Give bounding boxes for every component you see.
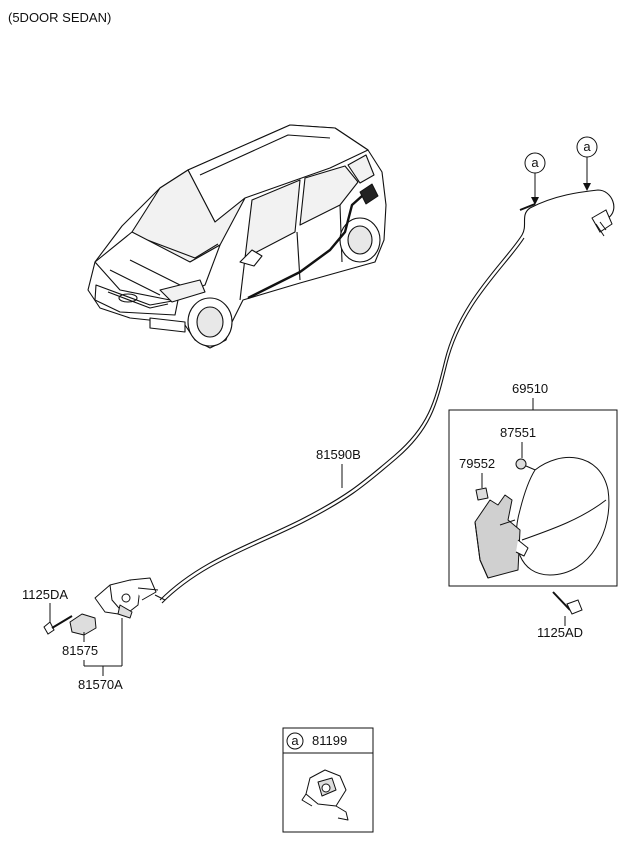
bracket-81570a (83, 618, 123, 676)
detail-callout-a: a (291, 733, 299, 748)
car-illustration (87, 124, 387, 349)
screw-1125ad (552, 591, 583, 626)
callout-a-right: a (576, 136, 598, 191)
grommet-81199-drawing (301, 769, 349, 821)
label-81590b: 81590B (316, 447, 361, 462)
label-1125ad: 1125AD (537, 625, 583, 640)
label-87551: 87551 (500, 425, 536, 440)
label-81570a: 81570A (78, 677, 123, 692)
bolt-1125da (43, 615, 73, 635)
fuel-door-drawing (474, 457, 610, 579)
variant-title: (5DOOR SEDAN) (8, 10, 112, 25)
label-81575: 81575 (62, 643, 98, 658)
callout-a-left: a (524, 152, 546, 205)
label-69510: 69510 (512, 381, 548, 396)
label-81199: 81199 (312, 733, 347, 748)
detail-box-81199: a 81199 (282, 727, 374, 833)
svg-text:a: a (531, 155, 539, 170)
cable-81590b (159, 189, 615, 604)
svg-text:a: a (583, 139, 591, 154)
label-1125da: 1125DA (22, 587, 68, 602)
opener-assembly-drawing (69, 577, 166, 636)
cable-end-connector (591, 209, 613, 237)
label-79552: 79552 (459, 456, 495, 471)
